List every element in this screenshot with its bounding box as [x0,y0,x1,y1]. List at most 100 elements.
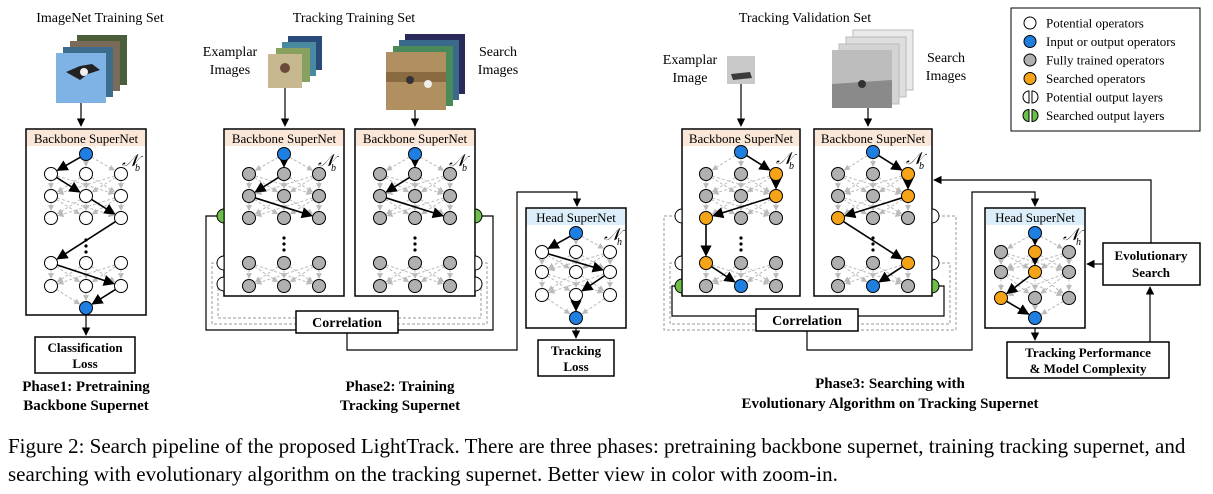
ellipsis-dot [739,236,743,240]
trained-operator [312,279,326,293]
phase3-head-supernet: Head SuperNet 𝒩h [984,207,1086,329]
phase1-supernet-label: Backbone SuperNet [34,131,139,146]
trained-operator [769,211,783,225]
trained-operator [734,189,748,203]
tracking-performance-line1: Tracking Performance [1025,345,1151,360]
trained-operator [866,167,880,181]
phase3-left-operator-grid: 𝒩b [699,145,798,293]
trained-operator [831,256,845,270]
phase1-title-line2: Backbone Supernet [23,398,148,414]
selected-path-edge [56,176,81,193]
trained-operator [408,211,422,225]
selected-path-edge [548,253,604,273]
candidate-edge [91,177,116,193]
candidate-edge [746,199,771,215]
potential-operator [79,279,93,293]
ellipsis-dot [739,242,743,246]
candidate-edge [420,199,445,215]
supernet-symbol-subscript: b [331,163,336,174]
candidate-edge [711,177,736,193]
candidate-edge [1040,235,1063,249]
trained-operator [277,167,291,181]
tracking-performance-line2: & Model Complexity [1030,361,1147,376]
phase3-search-label-line1: Search [927,51,965,66]
searched-operator [699,211,713,225]
selected-path-edge [878,265,904,283]
phase2-set-title: Tracking Training Set [293,11,416,26]
trained-operator [277,279,291,293]
phase3-supernet-right-label: Backbone SuperNet [821,131,926,146]
phase3-correlation-label: Correlation [772,314,842,329]
selected-path-edge [878,154,903,171]
candidate-edge [420,156,445,171]
legend-item: Searched operators [1023,71,1145,86]
lighttrack-pipeline-diagram: ImageNet Training Set Backbone SuperNet … [22,7,1201,414]
trained-operator [699,189,713,203]
trained-operator [373,189,387,203]
input-output-operator [866,145,880,159]
trained-operator [901,211,915,225]
potential-operator [114,256,128,270]
operator-nodes [699,145,783,293]
trained-operator [277,256,291,270]
operator-nodes [44,147,128,315]
candidate-edge [1007,253,1063,272]
figure-caption: Figure 2: Search pipeline of the propose… [8,434,1186,486]
potential-operator [569,265,583,279]
potential-operator [114,279,128,293]
input-output-operator [734,279,748,293]
searched-operator [769,167,783,181]
classification-loss-line1: Classification [47,340,123,355]
phase1: ImageNet Training Set Backbone SuperNet … [22,11,164,414]
candidate-edge [547,275,571,292]
ellipsis-dot [413,248,417,252]
phase2: Tracking Training Set Examplar Images Se… [203,11,627,414]
ellipsis-dot [871,242,875,246]
phase3: Tracking Validation Set Examplar Image S… [663,11,1201,412]
trained-operator [242,167,256,181]
selected-path-edge [1006,300,1030,315]
candidate-edge [843,177,868,193]
searched-operator [831,211,845,225]
phase3-search-image-stack [832,29,914,108]
supernet-symbol-subscript: h [1076,237,1081,248]
input-output-operator [79,301,93,315]
trained-operator [443,189,457,203]
phase1-backbone-supernet: Backbone SuperNet 𝒩b [25,128,147,316]
potential-operator [44,167,58,181]
legend-label: Searched operators [1046,71,1145,86]
candidate-edge [878,177,903,193]
candidate-edge [254,156,279,171]
phase3-title-line2: Evolutionary Algorithm on Tracking Super… [742,396,1039,412]
phase2-output-connections [205,208,494,331]
candidate-edge [91,199,116,215]
tracking-loss-line1: Tracking [551,343,602,358]
operator-edges [246,156,322,285]
searched-operator [994,291,1008,305]
legend-label: Potential operators [1046,16,1144,31]
legend-label: Searched output layers [1046,108,1164,123]
trained-operator [866,256,880,270]
potential-operator [114,211,128,225]
phase2-supernet-right-label: Backbone SuperNet [363,131,468,146]
ellipsis-dot [282,248,286,252]
legend-item: Potential operators [1023,16,1144,31]
candidate-edge [878,199,903,215]
supernet-symbol-subscript: h [617,237,622,248]
potential-operator [569,288,583,302]
phase1-title-line1: Phase1: Pretraining [22,379,150,395]
ellipsis-dot [871,248,875,252]
potential-operator [79,189,93,203]
candidate-edge [385,156,410,171]
potential-operator [535,265,549,279]
trained-operator [1062,265,1076,279]
candidate-edge [547,298,571,315]
trained-operator [443,211,457,225]
evo-to-backbone-arrow [933,175,1152,243]
candidate-edge [420,177,445,193]
trained-operator [1062,245,1076,259]
phase3-exemplar-image [727,56,755,84]
trained-operator [242,211,256,225]
input-output-operator [1028,311,1042,325]
